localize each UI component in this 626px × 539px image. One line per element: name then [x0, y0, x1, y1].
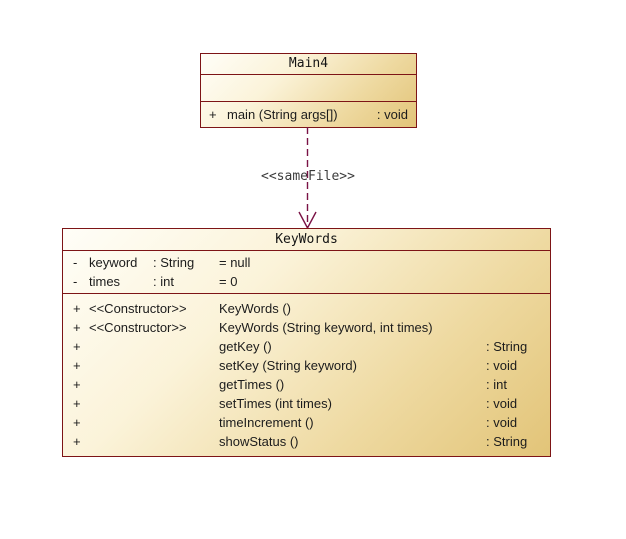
method-return: : void [486, 358, 518, 373]
attribute-row: -keyword : String = null [63, 253, 550, 272]
method-stereotype: <<Constructor>> [89, 301, 187, 316]
attribute-row: -times : int = 0 [63, 272, 550, 291]
method-stereotype [89, 356, 219, 375]
method-visibility: + [73, 396, 81, 411]
method-signature: getKey () [219, 339, 272, 354]
method-row: + main (String args[]) : void [201, 105, 416, 124]
class-attributes-keywords: -keyword : String = null -times : int = 0 [63, 251, 550, 294]
method-row: + setTimes (int times) : void [63, 394, 550, 413]
method-signature: getTimes () [219, 377, 285, 392]
method-visibility: + [73, 415, 81, 430]
class-box-keywords[interactable]: KeyWords -keyword : String = null -times : i… [62, 228, 551, 457]
method-signature: main (String args[]) [227, 107, 338, 122]
method-signature: KeyWords (String keyword, int times) [219, 320, 433, 335]
method-row: + <<Constructor>> KeyWords (String keyword… [63, 318, 550, 337]
attribute-default: = null [219, 255, 251, 270]
method-visibility: + [73, 339, 81, 354]
attribute-name: times [89, 274, 121, 289]
method-signature: KeyWords () [219, 301, 291, 316]
method-row: + getTimes () : int [63, 375, 550, 394]
attribute-type: : int [153, 274, 174, 289]
class-title-keywords: KeyWords [63, 229, 550, 251]
method-signature: setKey (String keyword) [219, 358, 357, 373]
method-return: : void [486, 396, 518, 411]
method-visibility: + [73, 320, 81, 335]
class-attributes-main4 [201, 75, 416, 102]
attribute-visibility: - [73, 255, 78, 270]
method-visibility: + [73, 377, 81, 392]
attribute-visibility: - [73, 274, 78, 289]
method-row: + showStatus () : String [63, 432, 550, 451]
dependency-stereotype-label: <<sameFile>> [261, 169, 355, 184]
method-return [486, 299, 550, 318]
class-methods-main4: + main (String args[]) : void [201, 102, 416, 127]
method-stereotype [89, 394, 219, 413]
method-return: : String [486, 434, 528, 449]
method-return: : String [486, 339, 528, 354]
method-signature: setTimes (int times) [219, 396, 332, 411]
method-stereotype [89, 375, 219, 394]
method-visibility: + [209, 107, 217, 122]
method-visibility: + [73, 358, 81, 373]
method-return: : void [486, 415, 518, 430]
method-row: + timeIncrement () : void [63, 413, 550, 432]
method-row: + <<Constructor>> KeyWords () [63, 299, 550, 318]
method-return: : int [486, 377, 507, 392]
method-return [486, 318, 550, 337]
method-signature: showStatus () [219, 434, 299, 449]
method-return: : void [376, 107, 408, 122]
method-row: + getKey () : String [63, 337, 550, 356]
class-title-main4: Main4 [201, 54, 416, 75]
class-box-main4[interactable]: Main4 + main (String args[]) : void [200, 53, 417, 128]
attribute-name: keyword [89, 255, 138, 270]
method-stereotype [89, 337, 219, 356]
method-stereotype [89, 432, 219, 451]
attribute-default: = 0 [219, 274, 238, 289]
method-stereotype: <<Constructor>> [89, 320, 187, 335]
class-methods-keywords: + <<Constructor>> KeyWords () + <<Constructo… [63, 294, 550, 456]
method-visibility: + [73, 434, 81, 449]
method-row: + setKey (String keyword) : void [63, 356, 550, 375]
method-stereotype [89, 413, 219, 432]
method-visibility: + [73, 301, 81, 316]
method-signature: timeIncrement () [219, 415, 314, 430]
attribute-type: : String [153, 255, 195, 270]
